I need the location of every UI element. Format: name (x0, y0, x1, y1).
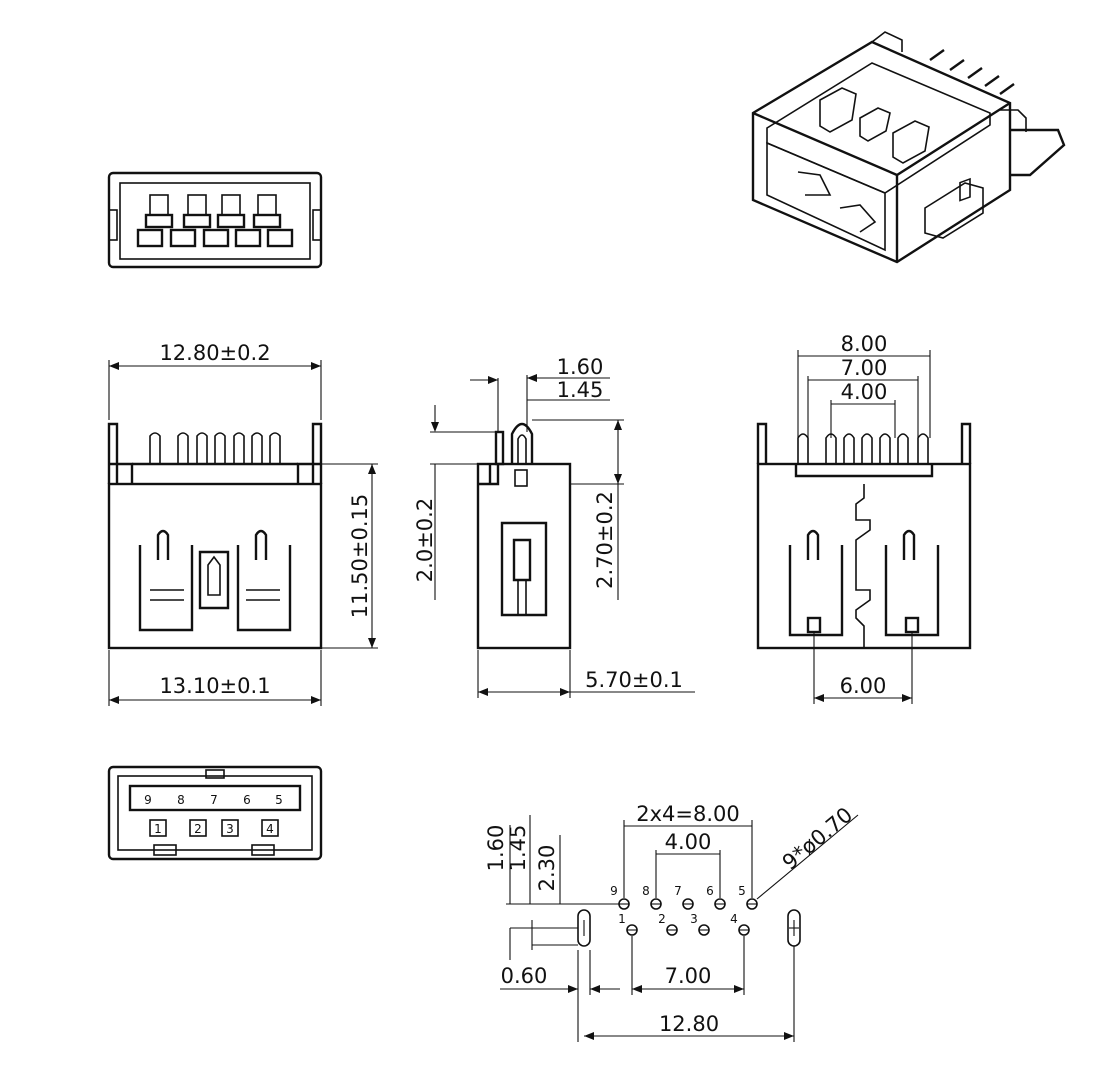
fp-inner-pitch-label: 4.00 (665, 830, 712, 854)
footprint-upper-labels: 9 8 7 6 5 (610, 884, 746, 898)
fp-overall-label: 12.80 (659, 1012, 719, 1036)
front-top-width-label: 12.80±0.2 (159, 341, 270, 365)
bv-pin-4: 4 (266, 822, 274, 836)
side-pin-width-a-label: 1.60 (557, 355, 604, 379)
bv-pin-2: 2 (194, 822, 202, 836)
front-pins (149, 432, 281, 464)
fp-pin-6: 6 (706, 884, 714, 898)
bv-pin-8: 8 (177, 793, 185, 807)
rear-latch-left (788, 529, 844, 637)
isometric-view (751, 31, 1066, 264)
rear-span-c-label: 4.00 (841, 380, 888, 404)
front-height-label: 11.50±0.15 (348, 494, 372, 618)
rear-span-b-label: 7.00 (841, 356, 888, 380)
bottom-view-upper-labels: 9 8 7 6 5 (144, 793, 283, 807)
top-view-upper-pins (144, 194, 282, 229)
fp-pin-3: 3 (690, 912, 698, 926)
footprint-holes-upper (618, 898, 758, 910)
fp-v2-label: 1.45 (506, 825, 530, 872)
footprint-holes-lower (626, 924, 750, 936)
front-latch-left (138, 529, 194, 632)
side-view: 1.60 1.45 2.0±0.2 2.70±0.2 5.70±0.1 (413, 355, 695, 698)
fp-pin-4: 4 (730, 912, 738, 926)
rear-leg-span-label: 6.00 (840, 674, 887, 698)
bottom-view: 9 8 7 6 5 1 2 3 4 (107, 765, 323, 861)
fp-slot-width-label: 0.60 (501, 964, 548, 988)
bv-pin-7: 7 (210, 793, 218, 807)
bv-pin-6: 6 (243, 793, 251, 807)
bv-pin-3: 3 (226, 822, 234, 836)
fp-hole-spec-label: 9*ø0.70 (778, 803, 857, 875)
pcb-footprint: 9 8 7 6 5 1 2 3 4 2x4=8.00 4.00 9*ø0.70 (484, 802, 859, 1042)
rear-span-a-label: 8.00 (841, 332, 888, 356)
fp-pin-9: 9 (610, 884, 618, 898)
fp-pin-7: 7 (674, 884, 682, 898)
rear-latch-right (884, 529, 940, 637)
footprint-lower-labels: 1 2 3 4 (618, 912, 738, 926)
side-pin-width-b-label: 1.45 (557, 378, 604, 402)
fp-row-pitch-label: 2x4=8.00 (636, 802, 740, 826)
front-latch-right (236, 529, 292, 632)
fp-pin-2: 2 (658, 912, 666, 926)
rear-view: 8.00 7.00 4.00 6.00 (756, 332, 972, 704)
front-bottom-width-label: 13.10±0.1 (159, 674, 270, 698)
bv-pin-1: 1 (154, 822, 162, 836)
bottom-view-lower-labels: 1 2 3 4 (149, 819, 279, 837)
bv-pin-5: 5 (275, 793, 283, 807)
side-offset-label: 2.0±0.2 (413, 498, 437, 582)
fp-v1-label: 1.60 (484, 825, 508, 872)
top-view-lower-pins (136, 228, 294, 248)
side-height-label: 2.70±0.2 (593, 491, 617, 589)
fp-bottom-pitch-label: 7.00 (665, 964, 712, 988)
fp-pin-1: 1 (618, 912, 626, 926)
iso-pins (929, 49, 1015, 95)
side-depth-label: 5.70±0.1 (585, 668, 683, 692)
front-view: 12.80±0.2 13.10±0.1 11.50±0.15 (107, 341, 378, 706)
bv-pin-9: 9 (144, 793, 152, 807)
rear-pins (797, 433, 929, 464)
fp-v3-label: 2.30 (535, 845, 559, 892)
fp-pin-8: 8 (642, 884, 650, 898)
top-view (107, 171, 323, 269)
fp-pin-5: 5 (738, 884, 746, 898)
